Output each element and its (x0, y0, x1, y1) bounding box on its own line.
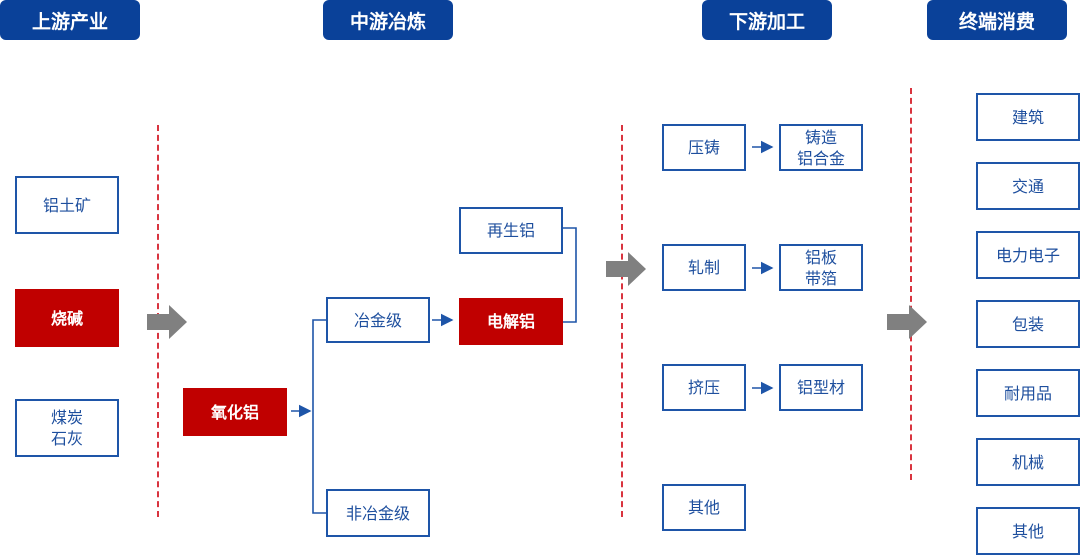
node-label: 挤压 (687, 378, 720, 397)
node-consumption: 建筑 (976, 93, 1080, 141)
node-consumption: 其他 (976, 507, 1080, 555)
node-label: 带箔 (804, 268, 837, 288)
flow-arrow-icon (606, 252, 646, 286)
node-label: 铝土矿 (42, 195, 91, 215)
node-label: 氧化铝 (210, 402, 259, 422)
node-label: 再生铝 (486, 221, 535, 240)
flow-arrow-icon (887, 305, 927, 339)
node-casting-alloy: 铸造铝合金 (779, 124, 863, 171)
node-label: 煤炭 (50, 408, 83, 427)
node-metallurgical: 冶金级 (326, 297, 430, 343)
flow-arrow-icon (147, 305, 187, 339)
node-extrusion: 挤压 (662, 364, 746, 411)
node-label: 压铸 (687, 138, 720, 157)
node-label: 石灰 (50, 429, 83, 448)
node-consumption: 交通 (976, 162, 1080, 210)
node-alumina: 氧化铝 (183, 388, 287, 436)
node-label: 轧制 (687, 258, 720, 277)
node-label: 铝合金 (796, 148, 845, 168)
node-label: 铸造 (804, 127, 837, 147)
node-consumption: 电力电子 (976, 231, 1080, 279)
node-label: 铝板 (804, 247, 837, 267)
header-midstream: 中游冶炼 (323, 0, 453, 40)
node-label: 交通 (1011, 176, 1044, 196)
node-bauxite: 铝土矿 (15, 176, 119, 234)
node-label: 电解铝 (486, 312, 535, 331)
node-downstream-other: 其他 (662, 484, 746, 531)
node-die-casting: 压铸 (662, 124, 746, 171)
node-rolling: 轧制 (662, 244, 746, 291)
node-label: 烧碱 (50, 308, 83, 328)
node-consumption: 机械 (976, 438, 1080, 486)
node-profile: 铝型材 (779, 364, 863, 411)
node-non-metallurgical: 非冶金级 (326, 489, 430, 537)
header-downstream: 下游加工 (702, 0, 832, 40)
node-label: 铝型材 (796, 378, 845, 397)
header-upstream: 上游产业 (0, 0, 140, 40)
node-label: 冶金级 (353, 310, 402, 330)
node-consumption: 耐用品 (976, 369, 1080, 417)
node-label: 电力电子 (995, 245, 1060, 265)
node-label: 建筑 (1011, 107, 1044, 127)
node-consumption: 包装 (976, 300, 1080, 348)
node-label: 其他 (1011, 521, 1044, 541)
node-recycled-aluminum: 再生铝 (459, 207, 563, 254)
node-sheet-foil: 铝板带箔 (779, 244, 863, 291)
node-label: 耐用品 (1003, 383, 1052, 403)
node-label: 其他 (687, 498, 720, 517)
node-label: 机械 (1011, 452, 1044, 472)
divider-3 (910, 88, 912, 480)
node-label: 非冶金级 (345, 503, 410, 523)
node-coal-lime: 煤炭石灰 (15, 399, 119, 457)
divider-2 (621, 125, 623, 517)
node-label: 包装 (1011, 314, 1044, 334)
node-electrolytic-aluminum: 电解铝 (459, 298, 563, 345)
header-consumption: 终端消费 (927, 0, 1067, 40)
node-caustic-soda: 烧碱 (15, 289, 119, 347)
